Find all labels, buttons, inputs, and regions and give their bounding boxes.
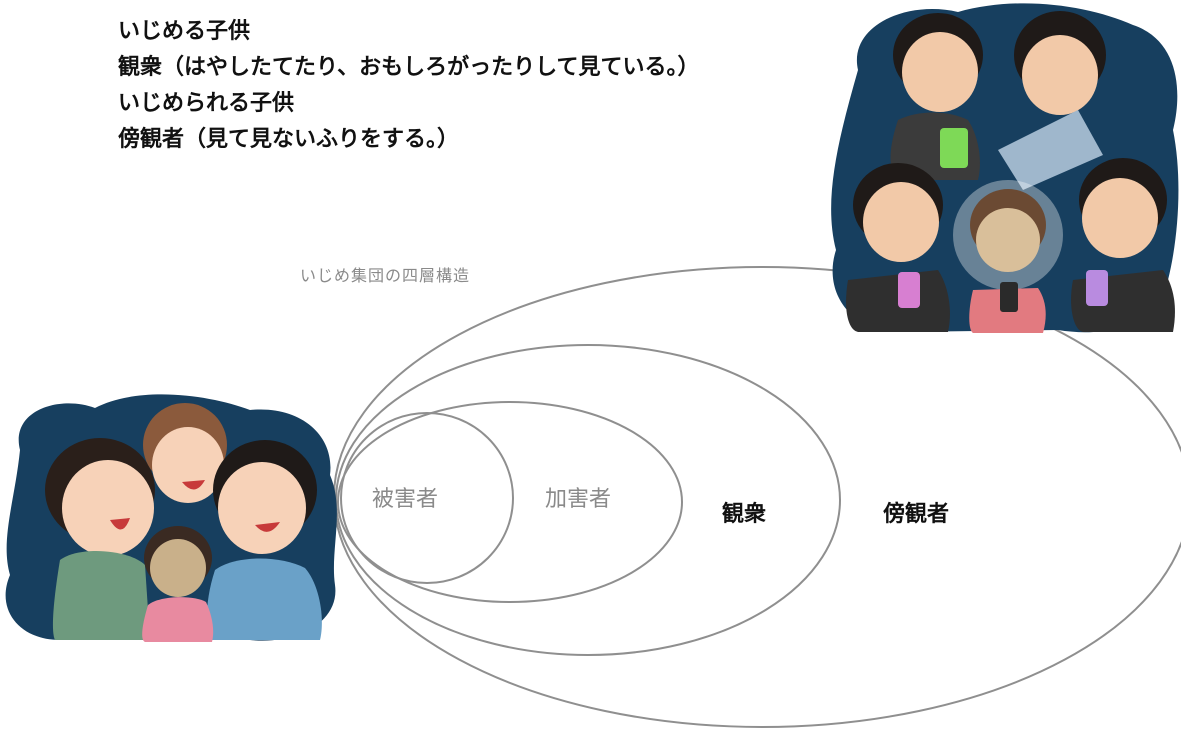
audience-label: 観衆: [722, 501, 766, 527]
group-smartphone-bullying-illustration: [831, 3, 1179, 333]
perpetrator-label: 加害者: [545, 487, 611, 512]
victim-layer-ellipse: [340, 412, 514, 584]
legend-list: いじめる子供 観衆（はやしたてたり、おもしろがったりして見ている。） いじめられ…: [118, 14, 699, 158]
bystander-label: 傍観者: [883, 501, 949, 527]
legend-item-audience: 観衆（はやしたてたり、おもしろがったりして見ている。）: [118, 55, 700, 80]
legend-item-bullies: いじめる子供: [118, 19, 251, 44]
perpetrator-layer-ellipse: [337, 401, 683, 603]
victim-label: 被害者: [372, 487, 438, 512]
legend-item-bystander: 傍観者（見て見ないふりをする。）: [118, 127, 460, 152]
diagram-caption: いじめ集団の四層構造: [300, 266, 471, 285]
group-bullying-children-illustration: [5, 394, 337, 642]
bystander-layer-ellipse: [333, 266, 1181, 728]
legend-item-victim: いじめられる子供: [118, 91, 295, 116]
